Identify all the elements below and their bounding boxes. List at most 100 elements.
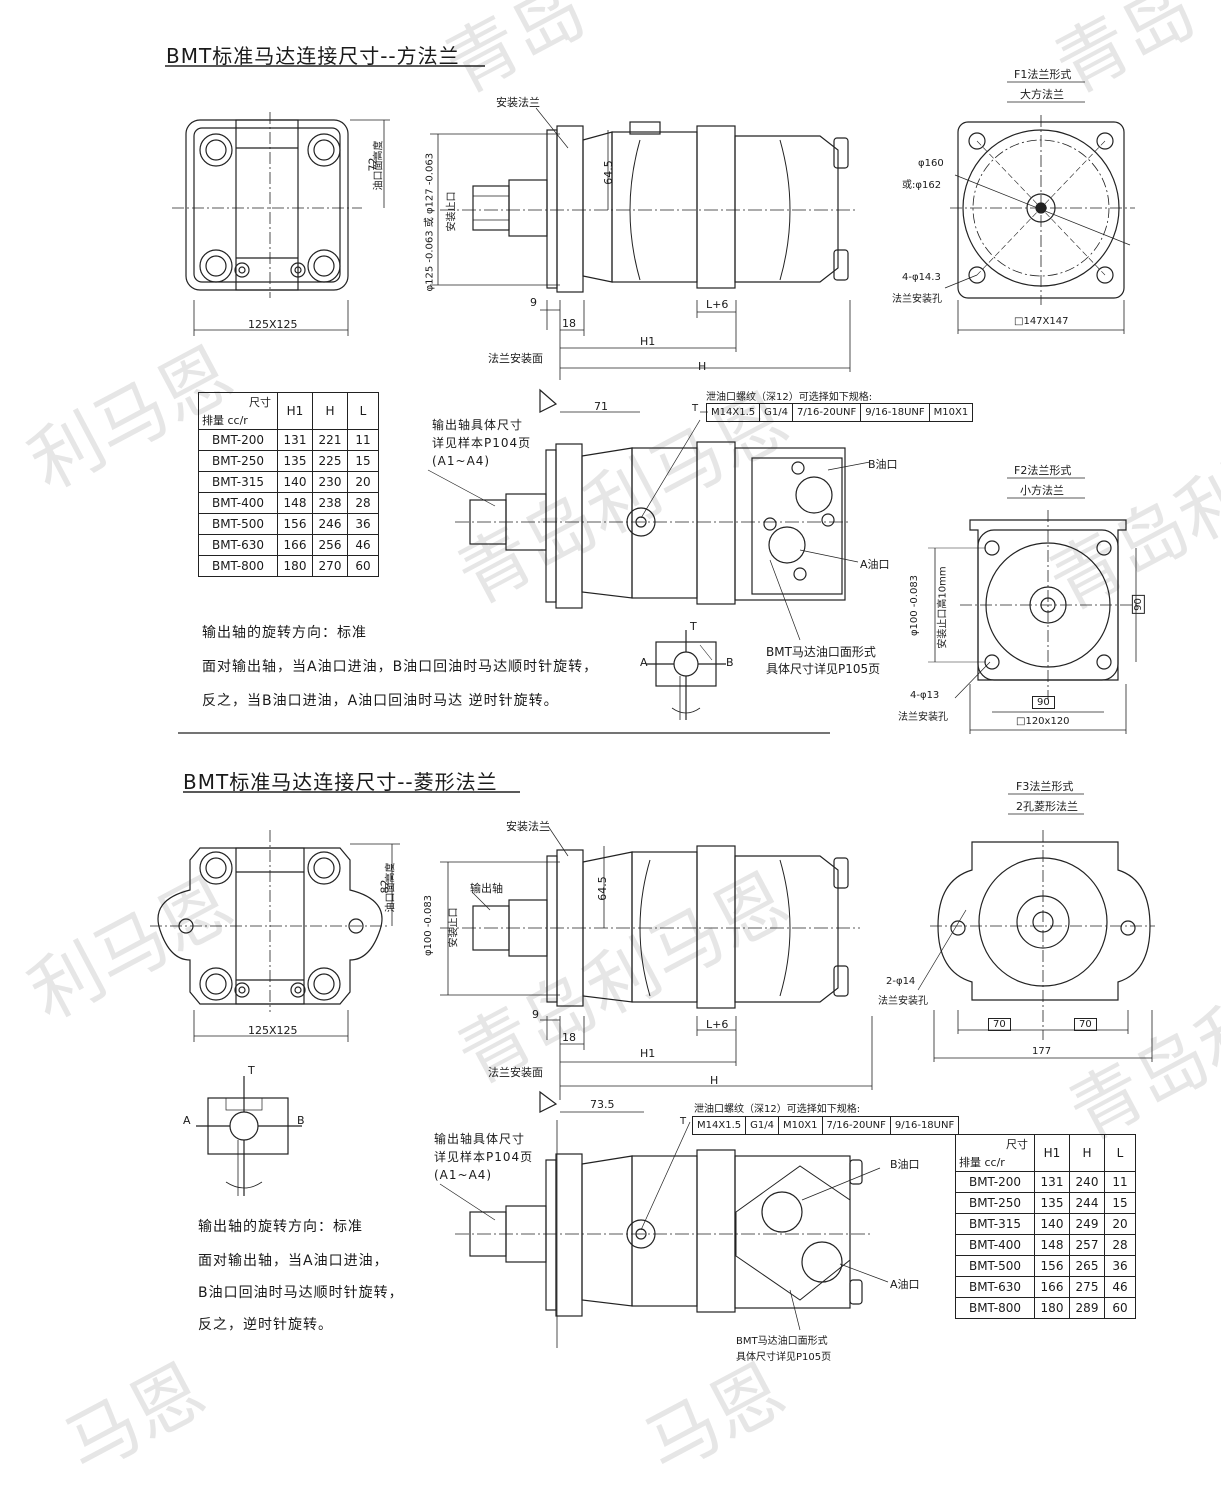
table-cell: 140	[1034, 1213, 1070, 1235]
dim-label: 73.5	[590, 1098, 615, 1111]
dim-label: 125X125	[248, 318, 298, 331]
shaft-note-line: 详见样本P104页	[434, 1150, 534, 1164]
table-corner-header: 尺寸 排量 cc/r	[198, 392, 278, 430]
shaft-note: 输出轴具体尺寸 详见样本P104页 (A1~A4)	[434, 1130, 533, 1184]
table-cell: 166	[1034, 1276, 1070, 1298]
rotation-line: 面对输出轴，当A油口进油，B油口回油时马达顺时针旋转，	[202, 659, 599, 675]
hole-label: 4-φ13	[910, 690, 940, 701]
symbol-a-label: A	[183, 1114, 191, 1127]
table-cell: 244	[1069, 1192, 1105, 1214]
spigot-label: φ100 -0.083	[909, 574, 921, 637]
table-cell: BMT-200	[955, 1171, 1035, 1193]
table-cell: 140	[277, 471, 313, 493]
hole-label: 2-φ14	[886, 976, 916, 987]
symbol-a-label: A	[640, 656, 648, 669]
table-cell: 225	[312, 450, 348, 472]
table-cell: BMT-630	[955, 1276, 1035, 1298]
table-cell: BMT-200	[198, 429, 278, 451]
port-b-label: B油口	[868, 458, 898, 471]
table-cell: 156	[1034, 1255, 1070, 1277]
table-cell: 180	[277, 555, 313, 577]
table-cell: 28	[1104, 1234, 1136, 1256]
drain-thread-option: M10X1	[779, 1117, 823, 1134]
symbol-t-label: T	[248, 1064, 255, 1077]
shaft-note-line: 详见样本P104页	[432, 436, 532, 450]
dim-label: 177	[1032, 1046, 1052, 1057]
table-header: L	[1104, 1134, 1136, 1172]
table-cell: 180	[1034, 1297, 1070, 1319]
size-label: □120x120	[1016, 716, 1070, 727]
rotation-title: 输出轴的旋转方向：标准	[198, 1219, 363, 1235]
shaft-note-line: (A1~A4)	[432, 454, 491, 468]
port-a-label: A油口	[860, 558, 890, 571]
dim-label: 64.5	[595, 876, 609, 901]
table-cell: 11	[1104, 1171, 1136, 1193]
table-cell: BMT-400	[198, 492, 278, 514]
table-cell: 15	[1104, 1192, 1136, 1214]
table-header-row: 尺寸 排量 cc/r H1 H L	[955, 1134, 1136, 1172]
table-cell: BMT-630	[198, 534, 278, 556]
flange-face-label: 法兰安装面	[488, 1066, 543, 1079]
port-view-1	[427, 388, 871, 641]
drain-thread-option: M10X1	[933, 407, 969, 418]
table-cell: BMT-500	[955, 1255, 1035, 1277]
dim-label: 90	[1032, 696, 1055, 709]
table-header: H1	[1034, 1134, 1070, 1172]
port-b-label: B油口	[890, 1158, 920, 1171]
symbol-b-label: B	[726, 656, 734, 669]
flange-form-title: F3法兰形式	[1016, 780, 1074, 793]
port-a-label: A油口	[890, 1278, 920, 1291]
dim-label: 或:φ162	[902, 180, 942, 191]
dim-label: 9	[532, 1008, 539, 1021]
dim-label: H	[698, 360, 707, 373]
dim-label: H	[710, 1074, 719, 1087]
table-cell: 240	[1069, 1171, 1105, 1193]
table-cell: 238	[312, 492, 348, 514]
drain-T-label: T	[692, 403, 699, 414]
dim-label: 64.5	[601, 160, 615, 185]
f2-flange-view	[928, 477, 1140, 734]
shaft-note-line: (A1~A4)	[434, 1168, 493, 1182]
dim-label: 70	[1074, 1018, 1097, 1031]
dim-label: 油口面高度	[385, 862, 397, 913]
port-face-note: BMT马达油口面形式 具体尺寸详见P105页	[736, 1334, 831, 1366]
flange-form-subtitle: 2孔菱形法兰	[1016, 800, 1078, 813]
front-view-square	[172, 112, 390, 336]
shaft-note: 输出轴具体尺寸 详见样本P104页 (A1~A4)	[432, 416, 531, 470]
port-face-note-line: BMT马达油口面形式	[736, 1336, 828, 1347]
drain-thread-option: 7/16-20UNF	[823, 1117, 891, 1134]
table-cell: 265	[1069, 1255, 1105, 1277]
col-disp-label: 排量 cc/r	[202, 414, 248, 427]
port-view-2	[439, 1090, 889, 1348]
output-shaft-label: 输出轴	[470, 882, 503, 895]
section-title: BMT标准马达连接尺寸--方法兰	[166, 44, 460, 68]
rotation-line: 反之，逆时针旋转。	[198, 1317, 333, 1333]
table-cell: 257	[1069, 1234, 1105, 1256]
flange-form-title: F2法兰形式	[1014, 464, 1072, 477]
drain-thread-option: 9/16-18UNF	[894, 1120, 955, 1131]
drain-thread-option: M14X1.5	[707, 404, 761, 421]
dim-label: 18	[562, 1031, 576, 1044]
dim-label: H1	[640, 335, 656, 348]
port-face-note: BMT马达油口面形式 具体尺寸详见P105页	[766, 644, 880, 678]
table-cell: BMT-800	[955, 1297, 1035, 1319]
table-cell: 148	[277, 492, 313, 514]
hole-sub-label: 法兰安装孔	[892, 294, 942, 305]
shaft-note-line: 输出轴具体尺寸	[432, 418, 524, 432]
table-cell: 46	[1104, 1276, 1136, 1298]
table-cell: 131	[1034, 1171, 1070, 1193]
technical-drawing	[150, 65, 1155, 1348]
table-cell: 135	[277, 450, 313, 472]
hole-label: 4-φ14.3	[902, 272, 941, 283]
table-cell: BMT-400	[955, 1234, 1035, 1256]
dim-label: L+6	[706, 1018, 729, 1031]
